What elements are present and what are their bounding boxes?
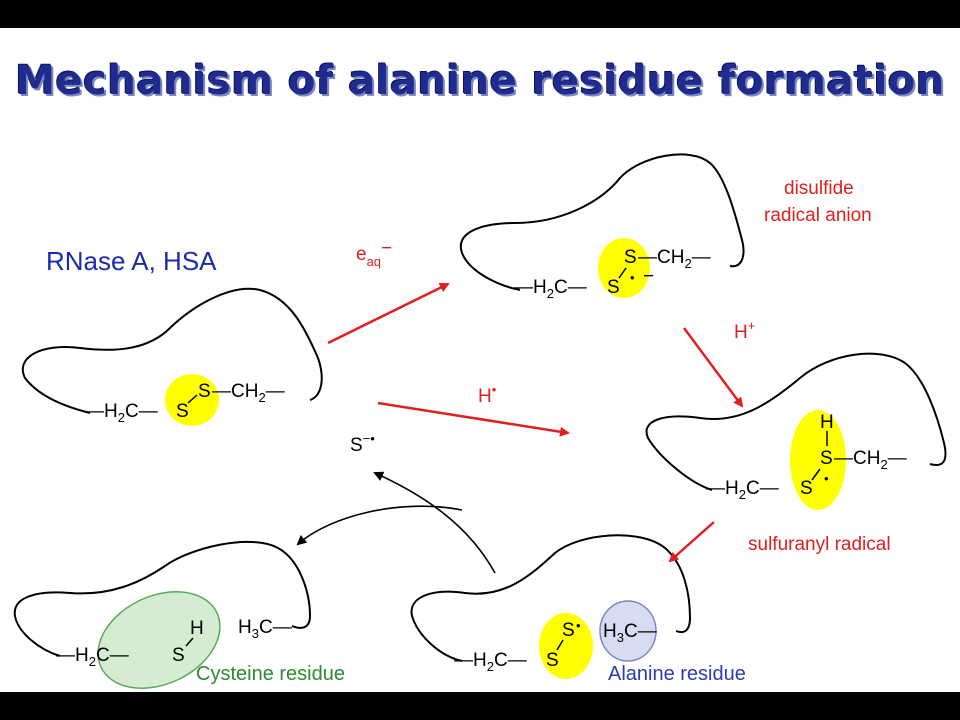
protein-backbone: [459, 153, 745, 291]
hydrogen-atom-label: H•: [478, 382, 497, 407]
atom-h3c: H3C—: [238, 617, 292, 641]
released-radical-label: S−•: [350, 431, 375, 456]
mechanism-diagram: —H2C— S S —CH2— RNase A, HSA —H2C— S S •…: [13, 153, 947, 689]
slide-title: Mechanism of alanine residue formation: [15, 58, 945, 104]
atom-s-lower: S: [607, 277, 620, 298]
atom-h: H: [190, 618, 204, 639]
negative-charge: −: [643, 266, 654, 287]
atom-h2c: —H2C—: [454, 650, 527, 674]
atom-s-lower: S: [546, 650, 559, 671]
arrow-to-cysteine: [296, 505, 463, 546]
radical-dot: •: [576, 618, 581, 633]
protein-backbone: [645, 352, 947, 491]
alanine-highlight: [599, 600, 657, 662]
atom-s-upper: S: [820, 448, 833, 469]
atom-h: H: [820, 412, 834, 433]
cysteine-highlight: [97, 591, 221, 689]
atom-h3c: H3C—: [603, 621, 657, 645]
atom-s-upper: S: [624, 247, 637, 268]
protein-disulfide-radical-anion: —H2C— S S • − —CH2— disulfide radical an…: [459, 153, 872, 301]
sulfuranyl-label: sulfuranyl radical: [748, 534, 891, 555]
atom-h2c: —H2C—: [514, 277, 587, 301]
disulfide-highlight: [598, 238, 650, 298]
cysteine-label: Cysteine residue: [196, 663, 345, 685]
proton-label: H+: [734, 318, 755, 343]
sulfur-highlight: [539, 613, 593, 679]
protein-backbone: [410, 534, 692, 662]
proteins-label: RNase A, HSA: [46, 246, 217, 276]
radical-dot: •: [824, 471, 829, 486]
arrow-protonation: [682, 327, 744, 408]
radical-dot: •: [630, 270, 635, 285]
protein-alanine-formation: —H2C— S S • H3C— Alanine residue: [410, 534, 746, 685]
protein-sulfuranyl-radical: —H2C— S S H • —CH2— sulfuranyl radical: [645, 352, 947, 555]
arrow-hydrogen-addition: [377, 401, 570, 437]
atom-ch2: —CH2—: [212, 381, 285, 405]
atom-h2c: —H2C—: [706, 478, 779, 502]
arrow-fragmentation: [668, 521, 715, 563]
atom-s-upper: S: [198, 381, 211, 402]
protein-backbone: [13, 540, 312, 657]
protein-backbone: [22, 287, 323, 414]
slide: Mechanism of alanine residue formation —…: [0, 28, 960, 692]
atom-s-lower: S: [176, 401, 189, 422]
disulfide-label-line1: disulfide: [784, 178, 854, 199]
atom-s-upper: S: [562, 620, 575, 641]
atom-s-lower: S: [800, 478, 813, 499]
atom-h2c: —H2C—: [85, 401, 158, 425]
atom-ch2: —CH2—: [638, 247, 711, 271]
sulfuranyl-highlight: [790, 410, 846, 510]
arrow-radical-release: [373, 471, 496, 574]
protein-cysteine-product: —H2C— S H H3C— Cysteine residue: [13, 540, 345, 689]
atom-ch2: —CH2—: [834, 448, 907, 472]
electron-label: eaq−: [356, 238, 392, 269]
arrow-electron-attachment: [327, 282, 450, 345]
protein-disulfide-start: —H2C— S S —CH2— RNase A, HSA: [22, 246, 323, 426]
disulfide-label-line2: radical anion: [764, 205, 872, 226]
alanine-label: Alanine residue: [608, 663, 746, 685]
atom-h2c: —H2C—: [56, 645, 129, 669]
atom-s: S: [172, 645, 185, 666]
